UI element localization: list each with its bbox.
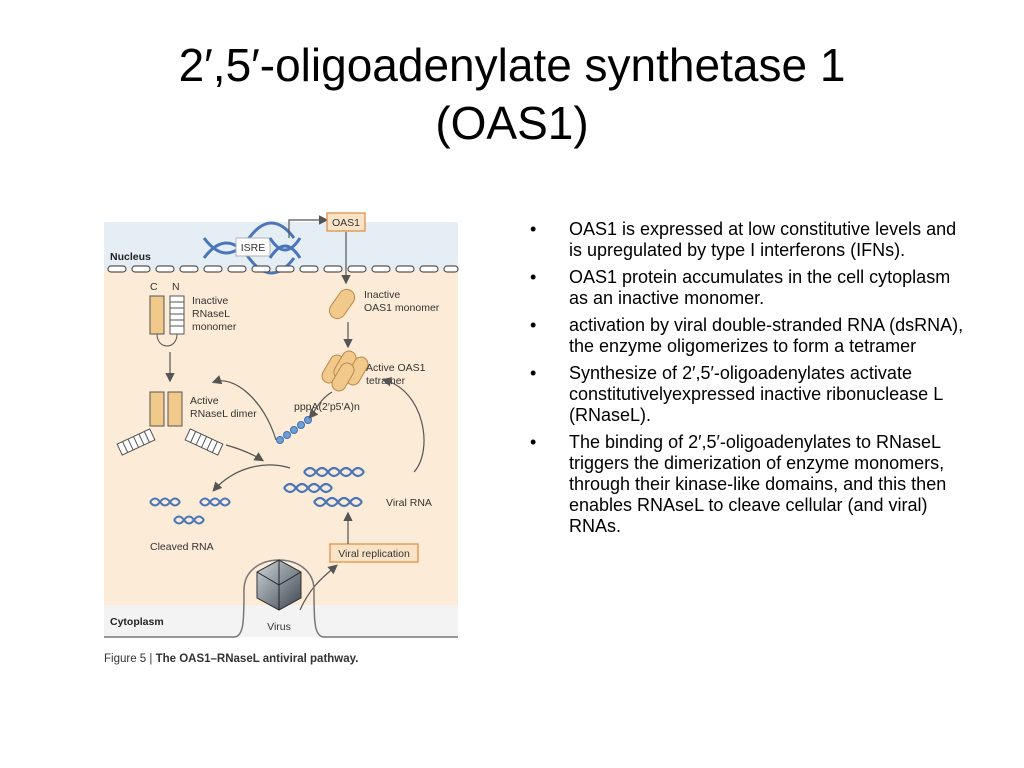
virus-icon bbox=[256, 559, 302, 611]
caption-title: The OAS1–RNaseL antiviral pathway. bbox=[156, 653, 359, 665]
inactive-rnasel-monomer-icon bbox=[149, 295, 185, 347]
bullet-item: • Synthesize of 2′,5′-oligoadenylates act… bbox=[530, 363, 970, 426]
cleaved-rna-icon bbox=[149, 497, 231, 525]
inactive-oas1-label-1: Inactive bbox=[364, 289, 400, 301]
pppa-label: pppA(2′p5′A)n bbox=[294, 401, 360, 413]
inactive-oas1-icon bbox=[328, 288, 356, 320]
bullet-icon: • bbox=[530, 267, 537, 287]
n-terminal-label: N bbox=[172, 281, 180, 293]
viral-rna-label: Viral RNA bbox=[386, 497, 432, 509]
inactive-rnasel-label-3: monomer bbox=[192, 321, 237, 333]
caption-prefix: Figure 5 | bbox=[104, 653, 156, 665]
cytoplasm-label: Cytoplasm bbox=[110, 616, 164, 628]
bullet-icon: • bbox=[530, 219, 537, 239]
bullet-text: The binding of 2′,5′-oligoadenylates to … bbox=[569, 432, 947, 536]
viral-replication-label: Viral replication bbox=[338, 548, 410, 560]
bullet-item: • activation by viral double-stranded RNA… bbox=[530, 315, 970, 357]
bullet-icon: • bbox=[530, 315, 537, 335]
active-oas1-tetramer-icon bbox=[321, 350, 369, 392]
bullet-text: Synthesize of 2′,5′-oligoadenylates acti… bbox=[569, 363, 943, 425]
cleaved-rna-label: Cleaved RNA bbox=[150, 541, 214, 553]
bullet-text: OAS1 protein accumulates in the cell cyt… bbox=[569, 267, 951, 308]
bullet-list: • OAS1 is expressed at low constitutive l… bbox=[530, 219, 970, 543]
isre-label: ISRE bbox=[241, 242, 266, 254]
bullet-icon: • bbox=[530, 432, 537, 452]
bullet-text: activation by viral double-stranded RNA … bbox=[569, 315, 964, 356]
oas1-gene-label: OAS1 bbox=[332, 217, 360, 229]
active-rnasel-label-2: RNaseL dimer bbox=[190, 408, 257, 420]
inactive-oas1-label-2: OAS1 monomer bbox=[364, 302, 440, 314]
virus-label: Virus bbox=[267, 621, 291, 633]
nuclear-membrane bbox=[107, 265, 459, 273]
active-oas1-label-1: Active OAS1 bbox=[366, 362, 426, 374]
nucleus-label: Nucleus bbox=[110, 251, 151, 263]
bullet-item: • OAS1 protein accumulates in the cell cy… bbox=[530, 267, 970, 309]
oligoadenylate-chain-icon bbox=[276, 416, 312, 444]
bullet-item: • OAS1 is expressed at low constitutive l… bbox=[530, 219, 970, 261]
viral-rna-icon bbox=[283, 466, 365, 508]
title-line-1: 2′,5′-oligoadenylate synthetase 1 bbox=[178, 39, 846, 91]
inactive-rnasel-label-2: RNaseL bbox=[192, 308, 230, 320]
pathway-diagram: Nucleus ISRE OAS1 bbox=[104, 212, 459, 665]
bullet-item: • The binding of 2′,5′-oligoadenylates to… bbox=[530, 432, 970, 537]
inactive-rnasel-label-1: Inactive bbox=[192, 295, 228, 307]
figure-caption: Figure 5 | The OAS1–RNaseL antiviral pat… bbox=[104, 653, 358, 665]
active-rnasel-label-1: Active bbox=[190, 395, 219, 407]
slide-title: 2′,5′-oligoadenylate synthetase 1 (OAS1) bbox=[40, 36, 984, 152]
bullet-icon: • bbox=[530, 363, 537, 383]
oas1-pathway-figure: Nucleus ISRE OAS1 bbox=[104, 210, 464, 670]
c-terminal-label: C bbox=[150, 281, 158, 293]
active-rnasel-dimer-icon bbox=[116, 391, 224, 456]
bullet-text: OAS1 is expressed at low constitutive le… bbox=[569, 219, 957, 260]
title-line-2: (OAS1) bbox=[435, 97, 589, 149]
